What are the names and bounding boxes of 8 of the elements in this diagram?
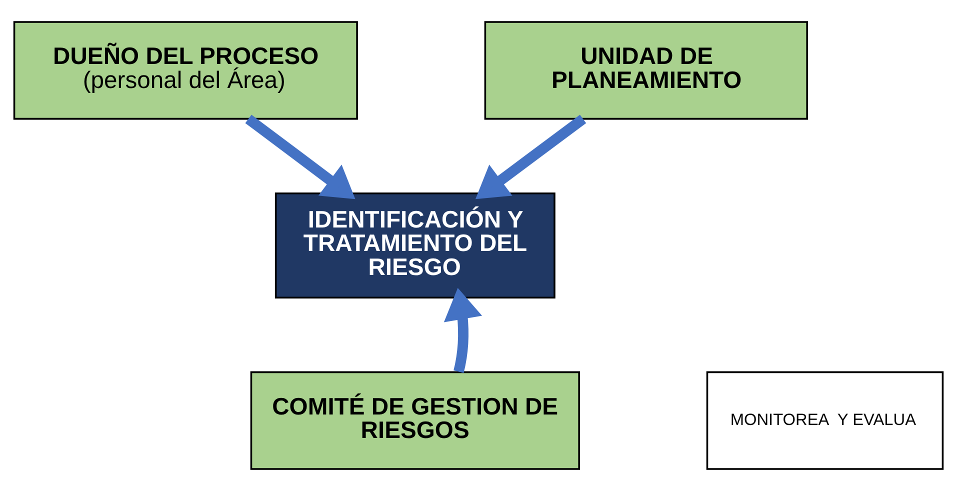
arrow: [444, 287, 482, 372]
node-box: UNIDAD DE PLANEAMIENTO: [484, 20, 808, 120]
node-box: IDENTIFICACIÓN Y TRATAMIENTO DEL RIESGO: [274, 192, 556, 298]
arrow: [245, 114, 356, 199]
node-box: COMITÉ DE GESTION DE RIESGOS: [250, 370, 580, 470]
arrow: [475, 114, 586, 199]
node-box: MONITOREA Y EVALUA: [706, 370, 944, 470]
node-box: DUEÑO DEL PROCESO (personal del Área): [13, 20, 358, 120]
